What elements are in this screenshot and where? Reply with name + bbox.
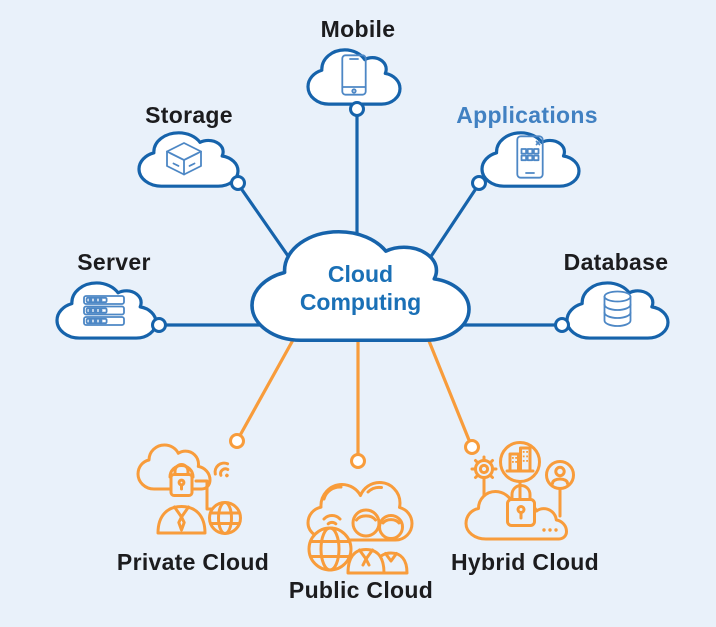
storage-box-icon	[166, 142, 202, 176]
private-cloud-label: Private Cloud	[116, 549, 270, 575]
cloud-outline	[136, 443, 212, 491]
wifi-icon	[213, 461, 230, 478]
mobile-node	[308, 46, 400, 108]
cloud-outline	[306, 481, 414, 542]
storage-label: Storage	[145, 102, 233, 128]
connector-dot-private-cloud	[229, 433, 245, 449]
server-label: Server	[77, 249, 151, 275]
server-row	[83, 316, 125, 326]
person-left	[346, 508, 386, 575]
person-circle	[545, 460, 575, 490]
private-cloud-node	[132, 441, 250, 545]
center-cloud-icon	[252, 224, 469, 348]
center-title-line2: Computing	[299, 289, 422, 315]
circuit-connector	[194, 479, 215, 511]
storage-node	[139, 129, 238, 190]
connector-dot-mobile	[349, 101, 365, 117]
connector-dot-public-cloud	[350, 453, 366, 469]
public-cloud-node	[300, 478, 418, 576]
database-node	[567, 279, 668, 342]
cloud-computing-node: Cloud Computing	[252, 224, 469, 348]
center-title: Cloud Computing	[252, 224, 469, 348]
public-cloud-label: Public Cloud	[288, 577, 434, 603]
mobile-cloud-icon	[308, 46, 400, 108]
apps-phone-icon	[516, 135, 544, 179]
hybrid-cloud-icon	[464, 441, 575, 541]
database-label: Database	[563, 249, 669, 275]
connector-dot-hybrid-cloud	[464, 439, 480, 455]
connector-line-private-cloud	[236, 338, 295, 441]
server-row	[83, 295, 125, 305]
connector-dot-applications	[471, 175, 487, 191]
mobile-label: Mobile	[320, 16, 396, 42]
private-cloud-icon	[136, 443, 242, 535]
buildings-circle	[499, 441, 541, 483]
lock-shackle	[510, 484, 532, 502]
connector-dot-database	[554, 317, 570, 333]
hybrid-cloud-label: Hybrid Cloud	[451, 549, 599, 575]
connector-dot-storage	[230, 175, 246, 191]
lock-shackle	[173, 463, 190, 477]
applications-node	[482, 129, 579, 190]
public-cloud-icon	[306, 481, 414, 575]
server-rack-icon	[83, 295, 125, 326]
tie	[177, 515, 186, 532]
center-title-line1: Cloud	[327, 261, 394, 287]
server-row	[83, 305, 125, 316]
database-cylinder-icon	[603, 290, 632, 327]
server-node	[57, 279, 156, 342]
connector-dot-server	[151, 317, 167, 333]
smartphone-icon	[341, 54, 367, 96]
connector-line-hybrid-cloud	[427, 339, 473, 447]
hybrid-cloud-node	[458, 436, 576, 544]
applications-label: Applications	[456, 102, 598, 128]
gear-icon	[470, 455, 498, 483]
